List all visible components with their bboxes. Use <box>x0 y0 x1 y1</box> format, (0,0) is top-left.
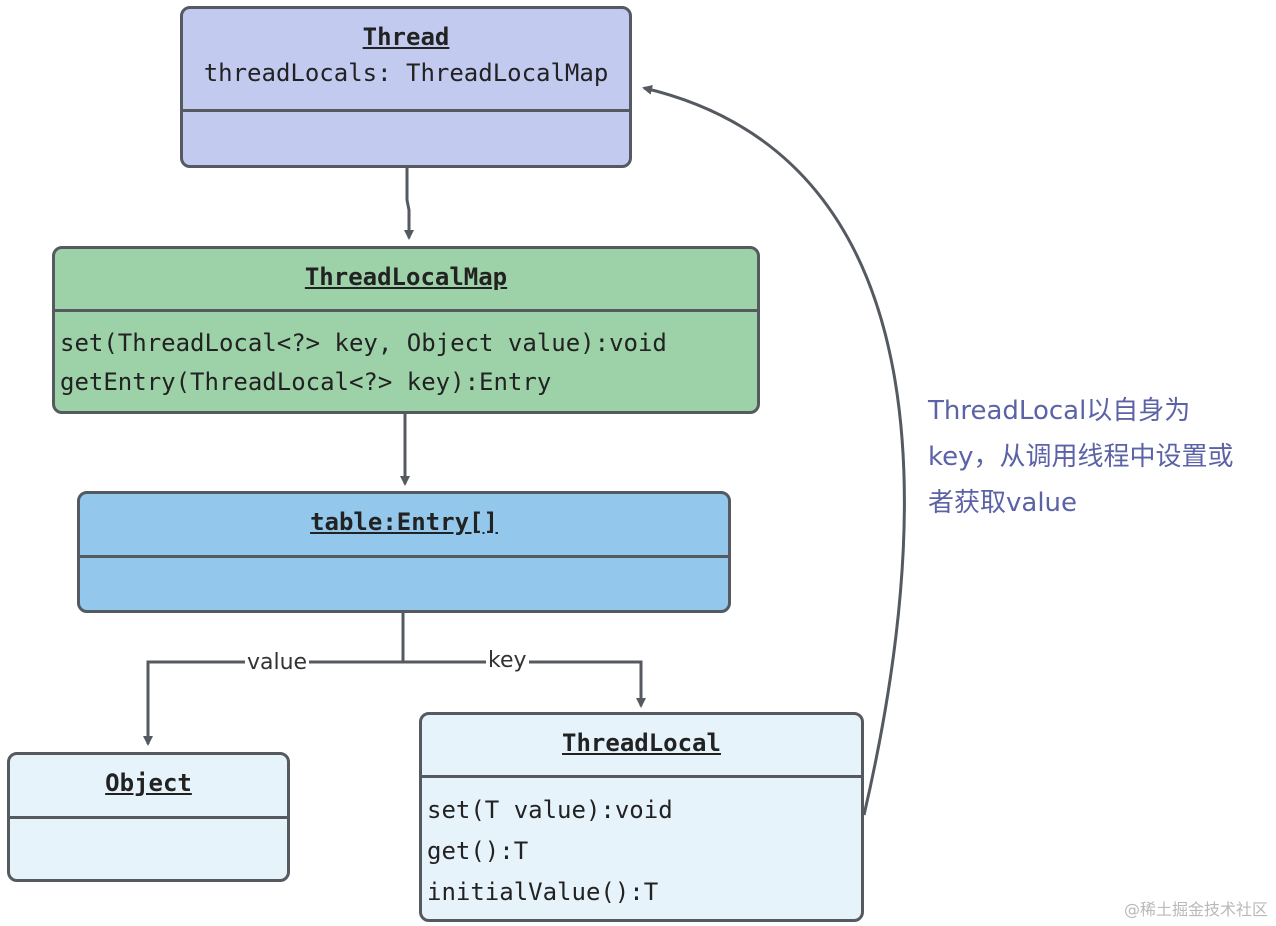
value-edge-label: value <box>245 650 310 675</box>
table-entry-title: table:Entry[] <box>80 494 728 558</box>
key-edge-label: key <box>486 648 529 673</box>
threadlocal-method-initialvalue: initialValue():T <box>427 878 659 906</box>
threadlocal-class-box: ThreadLocal set(T value):void get():T in… <box>419 712 864 922</box>
thread-header: Thread threadLocals: ThreadLocalMap <box>183 9 629 112</box>
object-class-box: Object <box>7 752 290 882</box>
value-arrow <box>143 660 403 746</box>
key-arrow <box>403 660 646 708</box>
threadlocalmap-class-box: ThreadLocalMap set(ThreadLocal<?> key, O… <box>52 246 760 414</box>
threadlocalmap-title: ThreadLocalMap <box>55 249 757 312</box>
threadlocal-method-get: get():T <box>427 837 529 865</box>
threadlocal-method-set: set(T value):void <box>427 796 673 824</box>
threadlocalmap-method-set: set(ThreadLocal<?> key, Object value):vo… <box>60 329 667 357</box>
thread-class-box: Thread threadLocals: ThreadLocalMap <box>180 6 632 168</box>
table-entry-box: table:Entry[] <box>77 491 731 613</box>
object-title: Object <box>10 755 287 819</box>
thread-to-map-arrow <box>404 168 414 240</box>
thread-title: Thread <box>362 23 450 51</box>
thread-field: threadLocals: ThreadLocalMap <box>203 59 609 87</box>
annotation-note: ThreadLocal以自身为key，从调用线程中设置或者获取value <box>928 396 1234 518</box>
threadlocalmap-method-getentry: getEntry(ThreadLocal<?> key):Entry <box>60 368 552 396</box>
threadlocal-to-thread-arrow <box>642 84 906 816</box>
threadlocal-title: ThreadLocal <box>422 715 861 778</box>
watermark: @稀土掘金技术社区 <box>1123 900 1268 919</box>
